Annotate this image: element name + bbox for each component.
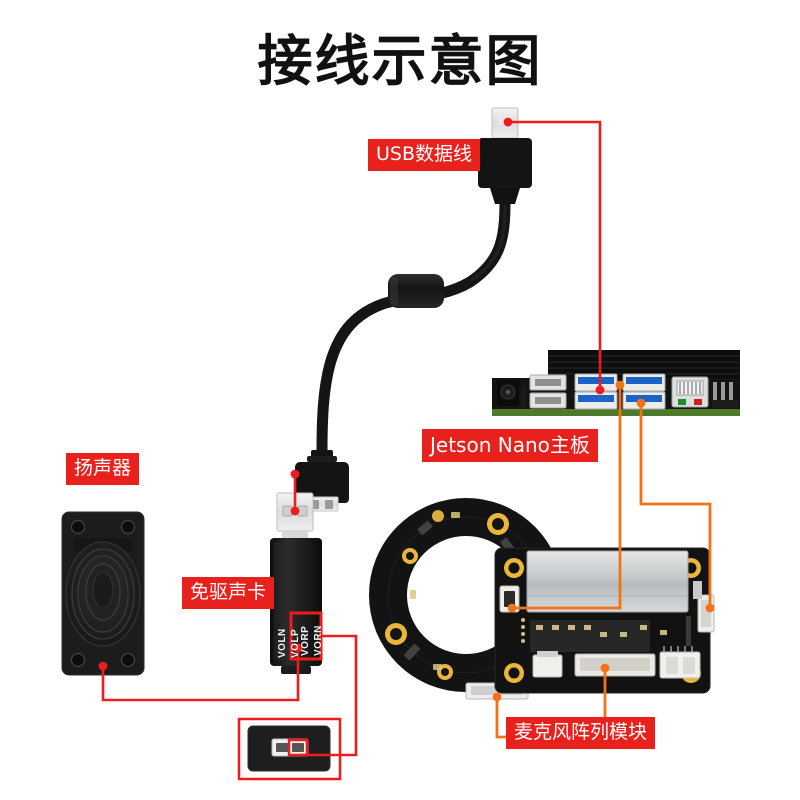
label-speaker: 扬声器 <box>66 453 140 485</box>
speaker-unit <box>61 511 145 676</box>
jetson-nano-board <box>492 350 740 416</box>
sound-card-pin-voln: VOLN <box>277 628 288 658</box>
label-jetson-nano: Jetson Nano主板 <box>422 429 598 462</box>
connection-dots-orange <box>492 380 715 702</box>
mic-array-module <box>494 547 715 694</box>
connection-dots-red <box>98 117 605 671</box>
label-usb-cable: USB数据线 <box>368 139 481 171</box>
sound-card-pin-vorn: VORN <box>313 625 324 656</box>
usb-female-connector <box>295 450 349 512</box>
connection-lines-red <box>101 120 602 757</box>
label-mic-array: 麦克风阵列模块 <box>506 717 656 749</box>
label-sound-card: 免驱声卡 <box>182 577 275 609</box>
ferrite-bead <box>388 274 444 308</box>
usb-sound-card <box>270 492 323 674</box>
sound-card-pin-vorp: VORP <box>300 625 311 656</box>
speaker-terminal <box>237 717 342 781</box>
page-title: 接线示意图 <box>257 29 543 93</box>
usb-data-cable <box>295 107 532 512</box>
